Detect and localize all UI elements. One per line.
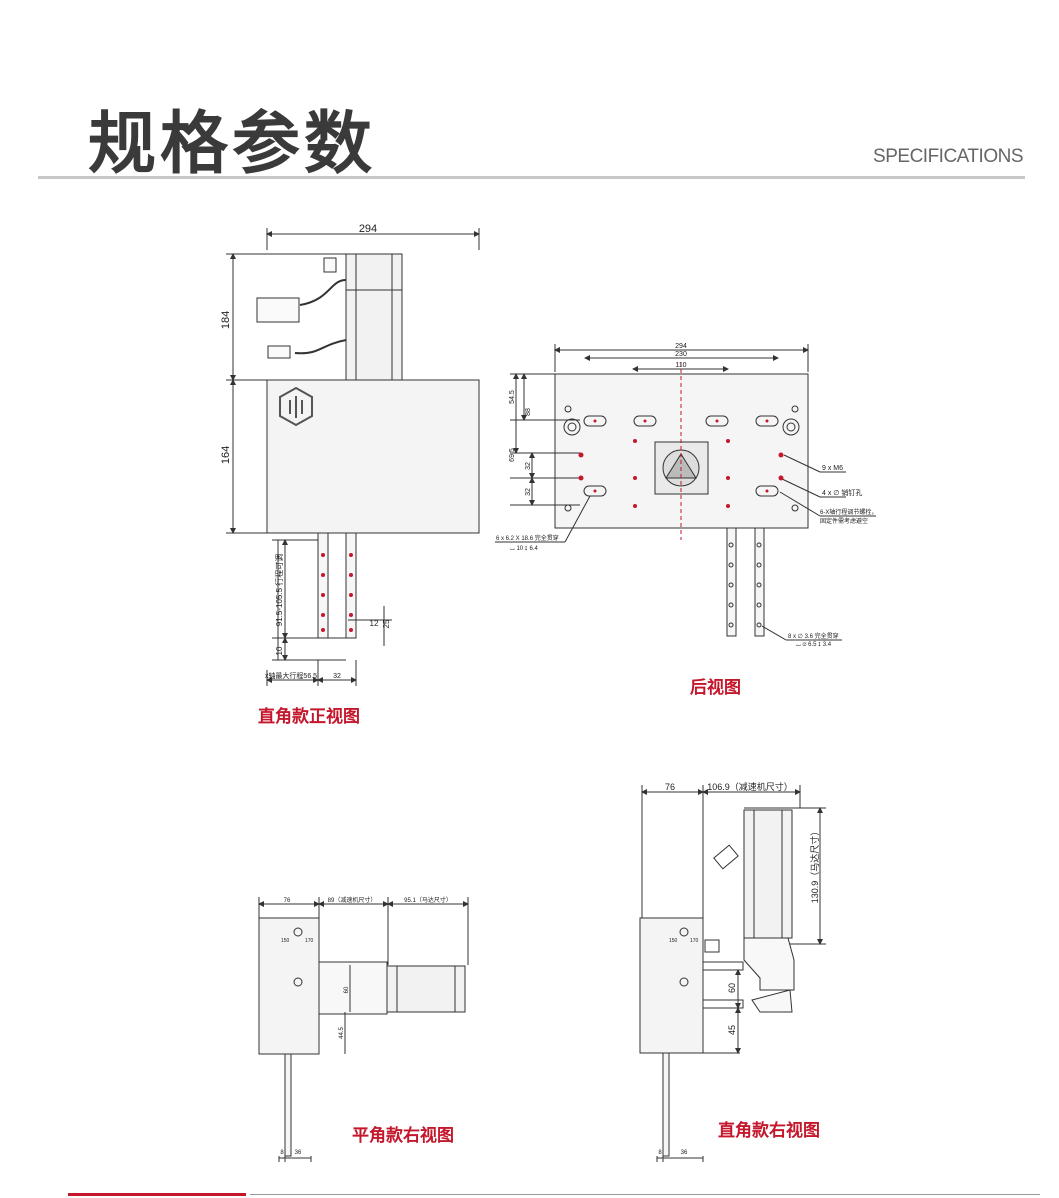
front-dim-travel: 91.5-105.5 行程可调 — [274, 554, 284, 626]
flat-dim-76: 76 — [284, 898, 291, 904]
front-dim-lower: 164 — [220, 446, 232, 464]
rear-dim-69-5: 69.5 — [509, 448, 516, 462]
header-divider — [38, 176, 1025, 179]
front-dim-upper: 184 — [220, 311, 232, 329]
rear-view-red-marks — [578, 419, 784, 508]
ra-dim-76: 76 — [665, 782, 675, 792]
rear-dim-32a: 32 — [525, 462, 532, 470]
flat-dim-36: 36 — [295, 1150, 302, 1156]
flat-dim-motor: 95.1（马达尺寸） — [404, 896, 452, 904]
flat-mark-170: 170 — [305, 938, 314, 944]
rear-note-hole-1: 8 x ∅ 3.6 完全贯穿 — [788, 632, 839, 640]
rear-note-m6: 9 x M6 — [822, 465, 843, 472]
flat-dim-reducer: 89（减速机尺寸） — [328, 896, 377, 904]
flat-dim-44-5: 44.5 — [339, 1027, 345, 1039]
ra-dim-motor: 130.9（马达尺寸） — [809, 827, 820, 904]
rear-note-adjust-2: 固定件需考虑避空 — [820, 517, 868, 525]
flat-right-view-drawing — [258, 897, 469, 1162]
rear-note-adjust-1: 6-X轴行程调节螺栓， — [820, 508, 877, 516]
front-dim-stroke: x轴最大行程56.5 — [265, 671, 317, 680]
rear-note-slot-2: ⌴ 10 ↧ 6.4 — [510, 545, 538, 552]
ra-dim-reducer: 106.9（减速机尺寸） — [707, 781, 793, 792]
footer-accent-bar — [68, 1193, 246, 1196]
rear-view-drawing — [495, 344, 876, 641]
footer-divider — [250, 1194, 1040, 1195]
ra-mark-150: 150 — [669, 938, 678, 944]
front-dim-width: 294 — [359, 223, 377, 235]
flat-dim-8: 8 — [280, 1150, 284, 1156]
page-subtitle: SPECIFICATIONS — [873, 146, 1023, 167]
rear-dim-294: 294 — [675, 343, 687, 350]
right-angle-right-view-drawing — [639, 785, 826, 1162]
ra-dim-36: 36 — [681, 1150, 688, 1156]
rear-view-caption: 后视图 — [690, 678, 741, 698]
ra-dim-8: 8 — [658, 1150, 662, 1156]
right-angle-right-view-caption: 直角款右视图 — [718, 1121, 820, 1141]
rear-dim-230: 230 — [675, 351, 687, 358]
front-dim-25: 25 — [382, 619, 391, 628]
flat-mark-150: 150 — [281, 938, 290, 944]
flat-dim-60: 60 — [344, 986, 350, 993]
front-dim-12: 12 — [370, 619, 379, 628]
front-view-drawing — [226, 228, 480, 686]
front-view-caption: 直角款正视图 — [258, 707, 360, 727]
ra-dim-45: 45 — [727, 1025, 737, 1035]
page-title: 规格参数 — [88, 105, 377, 184]
rear-note-slot-1: 6 x 6.2 X 18.6 完全贯穿 — [496, 534, 559, 542]
rear-dim-88: 88 — [525, 408, 532, 416]
rear-dim-32b: 32 — [525, 488, 532, 496]
ra-mark-170: 170 — [690, 938, 699, 944]
flat-right-view-caption: 平角款右视图 — [352, 1126, 454, 1146]
front-dim-32: 32 — [333, 673, 341, 680]
rear-note-pin: 4 x ∅ 销钉孔 — [822, 488, 862, 497]
front-view-rail-markers — [321, 553, 353, 632]
rear-dim-110: 110 — [675, 362, 686, 369]
rear-note-hole-2: ⌴ ∅ 6.5 ↧ 3.4 — [796, 641, 832, 648]
ra-dim-60: 60 — [727, 983, 737, 993]
front-dim-10: 10 — [275, 646, 284, 655]
rear-dim-54-5: 54.5 — [509, 390, 516, 404]
